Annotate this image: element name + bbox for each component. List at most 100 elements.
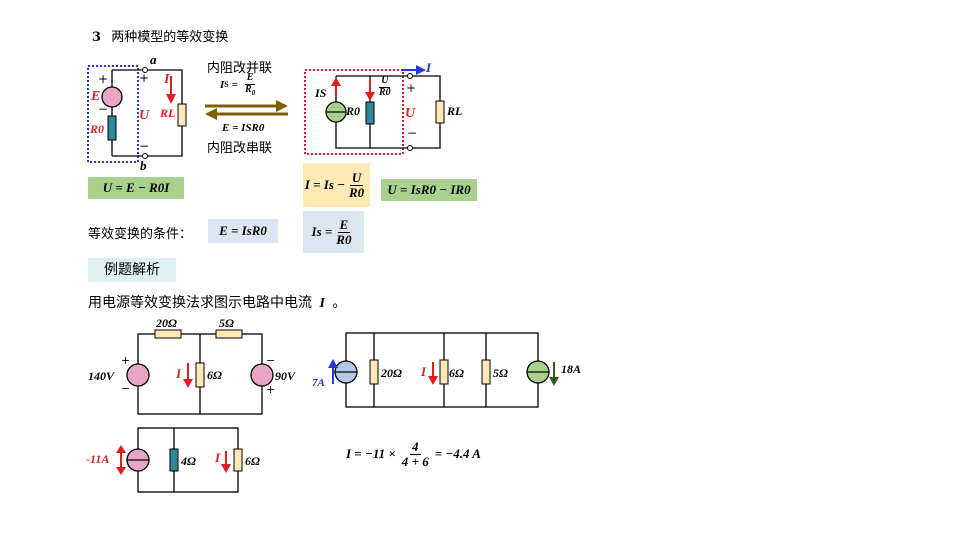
c2-source-18a <box>526 360 550 384</box>
minus-right: − <box>407 126 418 140</box>
c1-label-20: 20Ω <box>156 316 177 330</box>
result-num: 4 <box>410 439 421 455</box>
node-a-label: a <box>150 52 157 67</box>
plus-left-a: + <box>139 71 150 85</box>
f2-den: R0 <box>349 184 365 200</box>
example-heading: 例题解析 <box>88 258 176 282</box>
is-num: E <box>244 72 256 85</box>
label-u-right: U <box>405 106 416 121</box>
c3-label-6: 6Ω <box>245 454 260 468</box>
c1-label-i: I <box>176 366 182 381</box>
result-lhs: I = −11 × <box>346 446 396 462</box>
label-e: E <box>91 89 101 104</box>
c1-minus-left: − <box>121 382 131 395</box>
is-lhs: I <box>220 78 225 91</box>
problem-statement: 用电源等效变换法求图示电路中电流 I 。 <box>88 292 346 312</box>
c1-resistor-20 <box>154 329 182 339</box>
label-rl-right: RL <box>447 104 463 118</box>
f4-num: E <box>337 216 351 233</box>
minus-left-b: − <box>139 139 150 153</box>
c2-label-20: 20Ω <box>381 366 402 380</box>
label-r0-left: R0 <box>90 122 105 136</box>
c3-resistor-6 <box>233 448 243 472</box>
result-rhs: = −4.4 A <box>434 446 481 462</box>
current-source-box <box>304 69 404 155</box>
section-number: 3 <box>92 30 102 45</box>
c3-label-11a: -11A <box>86 452 110 466</box>
equivalence-diagram <box>87 65 445 163</box>
c3-label-i: I <box>215 450 221 465</box>
minus-left-e: − <box>98 102 109 116</box>
node-b-label: b <box>140 158 147 173</box>
label-u-left: U <box>139 108 150 123</box>
resistor-r0-right <box>365 101 375 125</box>
plus-right: + <box>406 81 417 95</box>
c2-resistor-20 <box>369 359 379 385</box>
is-den-r: R <box>245 83 252 95</box>
is-sub: S <box>224 80 229 90</box>
problem-var: I <box>319 296 325 311</box>
condition-label: 等效变换的条件： <box>88 227 193 242</box>
formula-u-current: U = IsR0 − IR0 <box>381 179 477 201</box>
is-eq: = <box>231 78 239 91</box>
is-den-sub: 0 <box>251 88 256 97</box>
f4-den: R0 <box>336 231 352 247</box>
c2-label-18a: 18A <box>561 362 582 376</box>
c1-plus-right: + <box>266 383 276 396</box>
c3-resistor-4 <box>169 448 179 472</box>
c1-label-140v: 140V <box>88 369 115 383</box>
c2-resistor-5 <box>481 359 491 385</box>
c3-label-4: 4Ω <box>181 454 196 468</box>
c2-resistor-6 <box>439 359 449 385</box>
section-title: 3 两种模型的等效变换 <box>92 26 228 45</box>
resistor-r0-left <box>107 115 117 141</box>
c3-source-11a <box>126 448 150 472</box>
c2-label-6: 6Ω <box>449 366 464 380</box>
c2-label-5: 5Ω <box>493 366 508 380</box>
plus-left-e: + <box>98 72 109 86</box>
label-r0-right: R0 <box>346 104 361 118</box>
frac-u-den: R0 <box>379 86 391 98</box>
formula-e-top: E = ISR0 <box>222 122 265 134</box>
c1-resistor-6 <box>195 362 205 388</box>
c1-label-5: 5Ω <box>219 316 234 330</box>
frac-u-num: U <box>379 75 391 88</box>
resistor-rl-left <box>177 103 187 127</box>
label-rl-left: RL <box>160 106 176 120</box>
section-text: 两种模型的等效变换 <box>111 30 229 45</box>
c1-plus-left: + <box>121 354 131 367</box>
f4-lhs: Is = <box>311 224 333 239</box>
problem-text: 用电源等效变换法求图示电路中电流 <box>88 295 312 311</box>
c2-label-i: I <box>421 364 427 379</box>
f2-num: U <box>349 169 364 186</box>
c1-resistor-5 <box>215 329 243 339</box>
label-is: IS <box>315 86 327 100</box>
voltage-source-box <box>87 65 139 163</box>
label-parallel: 内阻改并联 <box>207 61 273 76</box>
c2-label-7a: 7A <box>312 377 325 389</box>
resistor-rl-right <box>435 100 445 124</box>
c1-label-90v: 90V <box>275 369 296 383</box>
c2-source-7a <box>334 360 358 384</box>
c1-minus-right: − <box>266 354 276 367</box>
is-den: R0 <box>243 83 257 97</box>
label-series: 内阻改串联 <box>207 141 273 156</box>
formula-u-voltage: U = E − R0I <box>88 177 184 199</box>
label-i-left: I <box>164 72 170 87</box>
condition-formula: E = IsR0 <box>208 219 278 243</box>
f2-lhs: I = Is − <box>304 177 346 192</box>
problem-end: 。 <box>332 295 347 311</box>
c1-label-6: 6Ω <box>207 368 222 382</box>
result-den: 4 + 6 <box>401 453 429 469</box>
label-i-right: I <box>426 60 432 75</box>
c1-source-140v <box>126 363 150 387</box>
